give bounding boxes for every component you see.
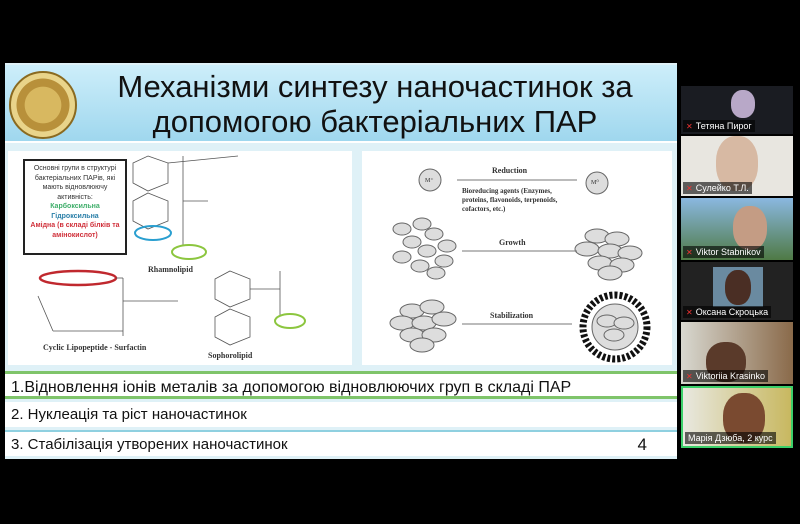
stabilization-label: Stabilization	[490, 311, 534, 320]
participant-video	[733, 206, 767, 250]
rhamnolipid-caption: Rhamnolipid	[148, 265, 193, 274]
page-number: 4	[637, 435, 647, 454]
participant-name: Viktor Stabnikov	[695, 247, 761, 257]
participant-video	[731, 90, 755, 118]
hydroxyl-label: Гідроксильна	[51, 212, 99, 220]
university-logo	[9, 71, 77, 139]
participant-name-tag: ✕Viktoriia Krasinko	[683, 370, 769, 382]
participant-tile[interactable]: ✕Viktoriia Krasinko	[681, 322, 793, 384]
participant-tile[interactable]: ✕Сулейко Т.Л.	[681, 136, 793, 196]
participant-name-tag: ✕Оксана Скроцька	[683, 306, 772, 318]
amide-label: Амідна (в складі білків та амінокислот)	[30, 222, 120, 239]
molecule-structures	[37, 155, 306, 346]
metal-atom-label: M⁰	[591, 180, 599, 186]
participant-name-tag: ✕Тетяна Пирог	[683, 120, 755, 132]
presentation-slide: Механізми синтезу наночастинок за допомо…	[5, 63, 677, 459]
carboxyl-label: Карбоксильна	[50, 203, 100, 210]
title-bar: Механізми синтезу наночастинок за допомо…	[5, 65, 677, 143]
mechanism-diagram	[389, 168, 651, 363]
participant-name: Сулейко Т.Л.	[695, 183, 749, 193]
mechanism-diagram-panel: M⁺ M⁰ Reduction Bioreducing agents (Enzy…	[362, 151, 672, 365]
sophorolipid-caption: Sophorolipid	[208, 351, 253, 360]
participant-tile[interactable]: ✕Оксана Скроцька	[681, 262, 793, 320]
participant-tile-active-speaker[interactable]: Марія Дзюба, 2 курс	[681, 386, 793, 448]
participant-tile[interactable]: ✕Тетяна Пирог	[681, 86, 793, 134]
participant-name-tag: Марія Дзюба, 2 курс	[685, 432, 776, 444]
participant-name: Тетяна Пирог	[695, 121, 752, 131]
point-3: 3. Стабілізація утворених наночастинок 4	[5, 430, 677, 456]
surfactin-caption: Cyclic Lipopeptide - Surfactin	[43, 343, 147, 352]
participant-tile[interactable]: ✕Viktor Stabnikov	[681, 198, 793, 260]
participant-name-tag: ✕Сулейко Т.Л.	[683, 182, 752, 194]
infobox-intro: Основні групи в структурі бактеріальних …	[33, 165, 117, 201]
functional-groups-box: Основні групи в структурі бактеріальних …	[23, 159, 127, 255]
slide-title: Механізми синтезу наночастинок за допомо…	[117, 69, 633, 139]
participant-name: Марія Дзюба, 2 курс	[688, 433, 773, 443]
bioreducing-agents-label: Bioreducing agents (Enzymes, proteins, f…	[462, 187, 558, 213]
surfactant-structures-panel: Основні групи в структурі бактеріальних …	[8, 151, 352, 365]
point-2: 2. Нуклеація та ріст наночастинок	[5, 402, 677, 427]
point-1: 1.Відновлення іонів металів за допомогою…	[5, 371, 677, 399]
participant-video	[716, 136, 758, 191]
metal-ion-label: M⁺	[425, 178, 434, 184]
mic-muted-icon: ✕	[686, 248, 693, 257]
mic-muted-icon: ✕	[686, 122, 693, 131]
participant-name: Viktoriia Krasinko	[695, 371, 766, 381]
mic-muted-icon: ✕	[686, 372, 693, 381]
participant-name-tag: ✕Viktor Stabnikov	[683, 246, 764, 258]
participant-name: Оксана Скроцька	[695, 307, 769, 317]
reduction-label: Reduction	[492, 166, 528, 175]
mic-muted-icon: ✕	[686, 184, 693, 193]
mic-muted-icon: ✕	[686, 308, 693, 317]
point-3-text: 3. Стабілізація утворених наночастинок	[11, 436, 288, 453]
growth-label: Growth	[499, 238, 526, 247]
participant-avatar	[713, 267, 763, 307]
